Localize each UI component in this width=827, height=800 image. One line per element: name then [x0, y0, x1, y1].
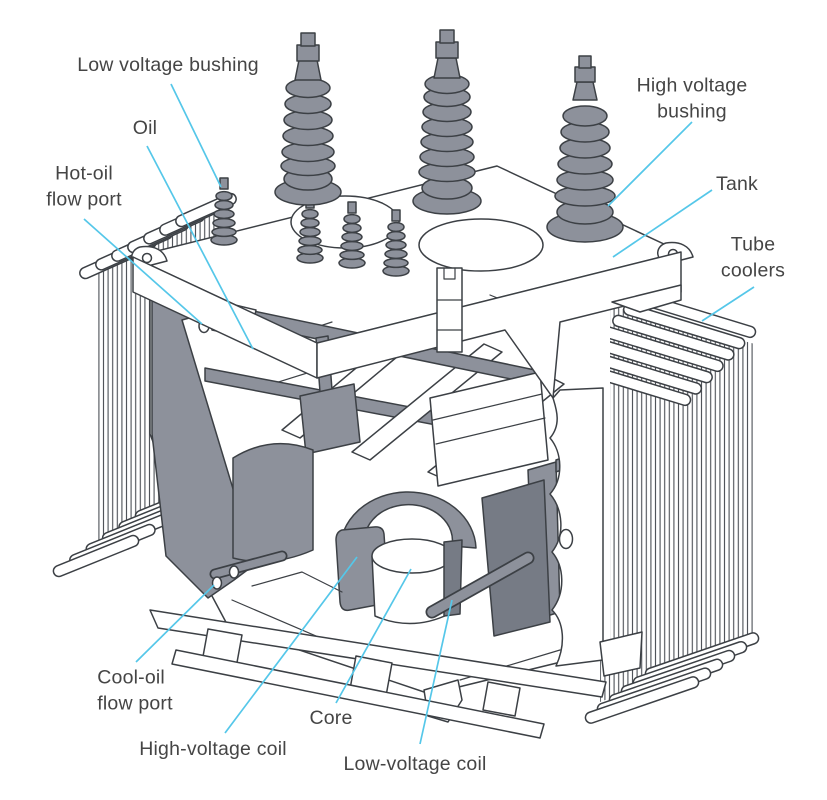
right-cooler-bottom-bends — [584, 632, 760, 724]
core-cylinder-top — [371, 538, 453, 574]
bushing-stack-left — [274, 32, 342, 206]
small-bushing-group — [296, 196, 410, 277]
leader-oil — [146, 145, 254, 350]
leader-cool-oil-flow-port — [135, 584, 215, 663]
base-skids — [149, 609, 643, 739]
leader-high-voltage-bushing — [607, 121, 693, 207]
hanging-plate — [299, 383, 361, 455]
label-tube-coolers: Tube coolers — [720, 233, 786, 281]
leader-low-voltage-bushing — [170, 83, 222, 188]
label-low-voltage-coil: Low-voltage coil — [343, 753, 487, 776]
bottom-bar — [209, 550, 288, 580]
leader-lines — [83, 83, 755, 745]
front-wall-cutaway — [549, 284, 682, 667]
high-voltage-coil-cylinder — [232, 442, 314, 563]
leader-tank — [612, 189, 713, 258]
wall-hole — [558, 528, 574, 550]
tank-rim — [132, 251, 682, 399]
label-high-voltage-bushing: High voltage bushing — [636, 74, 748, 122]
label-cool-oil-flow-port: Cool-oil flow port — [97, 666, 173, 714]
manhole-cover — [418, 218, 544, 272]
bushing-stack-center — [412, 29, 482, 215]
label-low-voltage-bushing: Low voltage bushing — [77, 54, 259, 77]
leader-low-voltage-coil — [419, 599, 453, 745]
tank-bottom-corner — [599, 631, 643, 677]
label-oil: Oil — [132, 117, 158, 140]
label-hot-oil-flow-port: Hot-oil flow port — [46, 162, 122, 210]
leader-hot-oil-flow-port — [83, 218, 203, 325]
cool-oil-flow-port-holes — [211, 565, 240, 590]
label-high-voltage-coil: High-voltage coil — [139, 738, 287, 761]
skid-foot — [482, 681, 521, 717]
core-yoke-steps — [429, 371, 549, 487]
label-tank: Tank — [716, 173, 758, 196]
leader-core — [335, 568, 412, 704]
label-core: Core — [309, 707, 353, 730]
busbar — [425, 551, 535, 619]
leader-tube-coolers — [701, 286, 755, 322]
clamp-bracket — [436, 267, 463, 353]
brace-plank — [351, 343, 503, 461]
high-voltage-bushing-stack — [546, 55, 624, 243]
winding-ring — [339, 491, 477, 553]
right-tube-coolers — [568, 291, 760, 724]
leader-high-voltage-coil — [224, 556, 358, 734]
low-voltage-bushing-small — [210, 177, 238, 246]
